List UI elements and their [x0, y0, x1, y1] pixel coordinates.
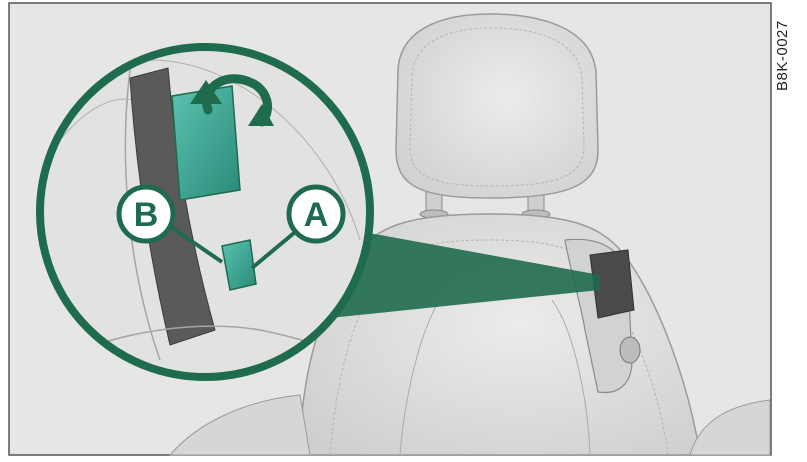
callout-a-icon: A [289, 187, 343, 241]
callout-a-label: A [304, 196, 329, 234]
headrest [396, 14, 598, 198]
figure-code: B8K-0027 [774, 6, 802, 106]
callout-b-label: B [134, 196, 159, 234]
callout-b-icon: B [119, 187, 173, 241]
side-knob [620, 337, 640, 363]
